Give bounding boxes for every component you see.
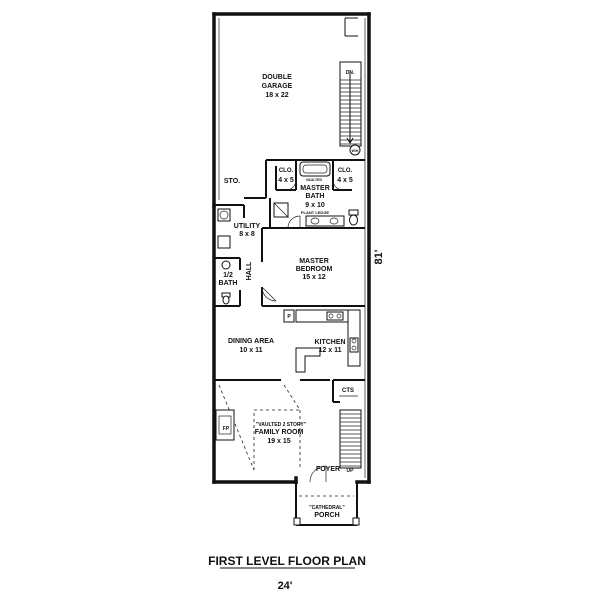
bedroom-door bbox=[261, 286, 277, 302]
plant-ledge-label: PLANT LEDGE bbox=[301, 210, 330, 215]
dining-size: 10 x 11 bbox=[240, 347, 263, 354]
master-bedroom-size: 15 x 12 bbox=[302, 274, 325, 281]
pantry-label: P bbox=[287, 314, 291, 320]
bath-vault-note: VAULTED bbox=[306, 178, 322, 182]
closet-right-size: 4 x 5 bbox=[337, 177, 353, 184]
closet-right-name: CLO. bbox=[338, 168, 353, 174]
family-room-name: FAMILY ROOM bbox=[255, 429, 304, 436]
water-heater bbox=[349, 144, 361, 156]
exterior-walls bbox=[212, 12, 371, 484]
front-door bbox=[309, 465, 327, 483]
family-room-note: "VAULTED 2 STORY" bbox=[256, 422, 307, 428]
cts-label: CTS bbox=[342, 388, 354, 394]
vaulted-ceiling-lines bbox=[218, 384, 301, 471]
plan-title: FIRST LEVEL FLOOR PLAN bbox=[208, 554, 366, 568]
utility-name: UTILITY bbox=[234, 223, 261, 230]
master-bath-name-line1: MASTER bbox=[300, 185, 330, 192]
depth-dimension: 81' bbox=[373, 249, 385, 264]
foyer-stair bbox=[339, 409, 362, 469]
master-bedroom-name-line2: BEDROOM bbox=[296, 266, 333, 273]
utility-size: 8 x 8 bbox=[239, 231, 255, 238]
stair-down-label: DN. bbox=[346, 70, 355, 76]
porch-note: "CATHEDRAL" bbox=[309, 505, 345, 511]
washer-dryer bbox=[217, 208, 231, 249]
dining-name: DINING AREA bbox=[228, 338, 274, 345]
garage-name-line1: DOUBLE bbox=[262, 74, 292, 81]
master-bath-name-line2: BATH bbox=[306, 193, 325, 200]
toilet bbox=[348, 209, 359, 226]
garage-entry-notch bbox=[344, 17, 358, 37]
bathtub bbox=[299, 161, 331, 177]
half-bath-name-line2: BATH bbox=[219, 280, 238, 287]
pantry bbox=[283, 309, 295, 323]
kitchen-size: 12 x 11 bbox=[319, 347, 342, 354]
kitchen-counters bbox=[295, 309, 361, 373]
water-heater-label: W/H bbox=[352, 149, 359, 153]
closet-doors bbox=[285, 179, 344, 191]
shower bbox=[273, 202, 289, 218]
closet-left-size: 4 x 5 bbox=[278, 177, 294, 184]
half-bath-name-line1: 1/2 bbox=[223, 272, 233, 279]
kitchen-name: KITCHEN bbox=[314, 339, 345, 346]
master-bedroom-name-line1: MASTER bbox=[299, 258, 329, 265]
vanity bbox=[305, 215, 345, 227]
bath-door bbox=[287, 215, 301, 229]
half-bath-sink bbox=[221, 260, 231, 305]
porch bbox=[293, 482, 360, 526]
garage-stair bbox=[339, 61, 362, 147]
storage-label: STO. bbox=[224, 178, 240, 185]
foyer-label: FOYER bbox=[316, 466, 340, 473]
master-bath-size: 9 x 10 bbox=[305, 202, 325, 209]
garage-size: 18 x 22 bbox=[265, 92, 288, 99]
interior-walls bbox=[214, 159, 365, 403]
hall-label: HALL bbox=[246, 261, 253, 280]
family-room-size: 19 x 15 bbox=[267, 438, 290, 445]
fireplace-label: FP bbox=[223, 426, 230, 432]
garage-name-line2: GARAGE bbox=[262, 83, 293, 90]
porch-name: PORCH bbox=[314, 512, 339, 519]
width-dimension: 24' bbox=[278, 580, 293, 592]
stair-up-label: UP bbox=[347, 468, 355, 474]
fireplace bbox=[215, 409, 235, 441]
closet-left-name: CLO. bbox=[279, 168, 294, 174]
